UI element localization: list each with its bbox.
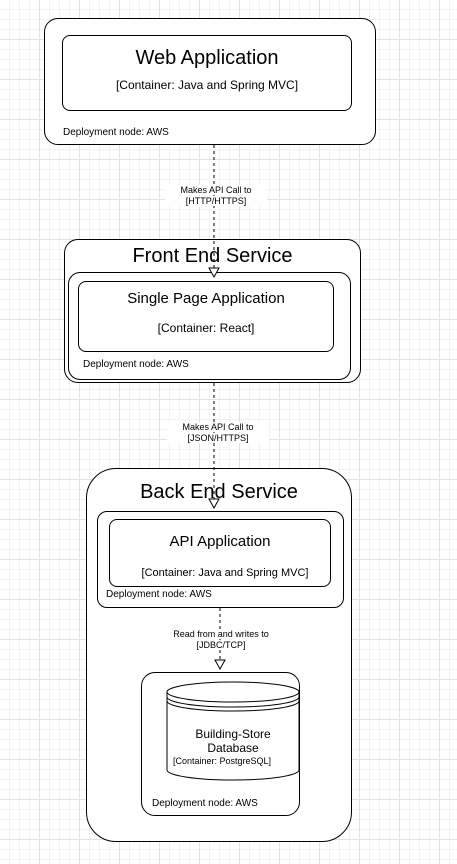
spa-title: Single Page Application [127,290,285,307]
web-application-container[interactable] [62,35,352,111]
frontend-deployment-label: Deployment node: AWS [83,359,189,370]
spa-tech: [Container: React] [157,321,255,335]
backend-service-title: Back End Service [140,481,298,503]
database-cylinder-rim [166,700,300,712]
spa-container[interactable] [78,281,334,352]
edge2-label-line1: Makes API Call to [167,422,269,433]
edge1-label-line2: [HTTP/HTTPS] [165,196,267,207]
database-cylinder-top [166,681,300,703]
database-tech: [Container: PostgreSQL] [172,756,272,766]
web-application-tech: [Container: Java and Spring MVC] [115,78,299,92]
api-application-tech: [Container: Java and Spring MVC] [141,567,309,579]
edge-frontend-to-backend[interactable] [208,383,220,510]
edge-web-to-frontend[interactable] [208,145,220,279]
web-deployment-label: Deployment node: AWS [63,127,169,138]
web-application-title: Web Application [135,47,279,69]
edge1-label-line1: Makes API Call to [165,185,267,196]
api-application-title: API Application [169,533,271,550]
database-title-line2: Database [207,741,259,755]
api-application-container[interactable] [109,519,331,587]
frontend-service-title: Front End Service [132,245,293,267]
edge3-label-line2: [JDBC/TCP] [160,640,282,651]
database-deployment-label: Deployment node: AWS [152,798,258,809]
api-deployment-label: Deployment node: AWS [106,589,212,600]
database-cylinder-body [166,692,300,781]
database-cylinder[interactable] [166,680,300,782]
database-cylinder-rim [166,696,300,708]
edge2-label-line2: [JSON/HTTPS] [167,433,269,444]
edge3-label-line1: Read from and writes to [160,629,282,640]
database-title-line1: Building-Store [195,727,271,741]
